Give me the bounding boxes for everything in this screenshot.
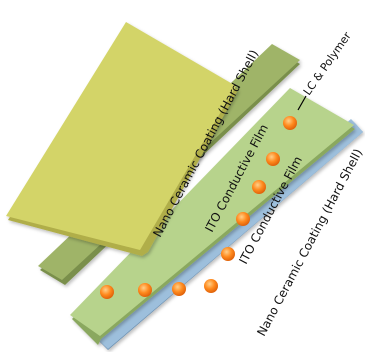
layer-bottom-ito-film: [70, 88, 355, 345]
lc-particle: [283, 116, 297, 130]
lc-particle: [236, 212, 250, 226]
lc-particle: [204, 279, 218, 293]
lc-particle: [138, 283, 152, 297]
layer-bottom-ito-top: [70, 88, 354, 336]
layer-top-coating-top: [6, 22, 236, 250]
lc-particle: [221, 247, 235, 261]
lc-polymer-particles: [100, 116, 297, 299]
lc-particle: [252, 180, 266, 194]
lc-particle: [100, 285, 114, 299]
callout-lc-polymer-label: LC & Polymer: [301, 29, 354, 97]
layer-top-nano-ceramic-coating: [6, 22, 238, 256]
lc-particle: [266, 152, 280, 166]
lc-particle: [172, 282, 186, 296]
callout-leader-line: [297, 95, 307, 111]
